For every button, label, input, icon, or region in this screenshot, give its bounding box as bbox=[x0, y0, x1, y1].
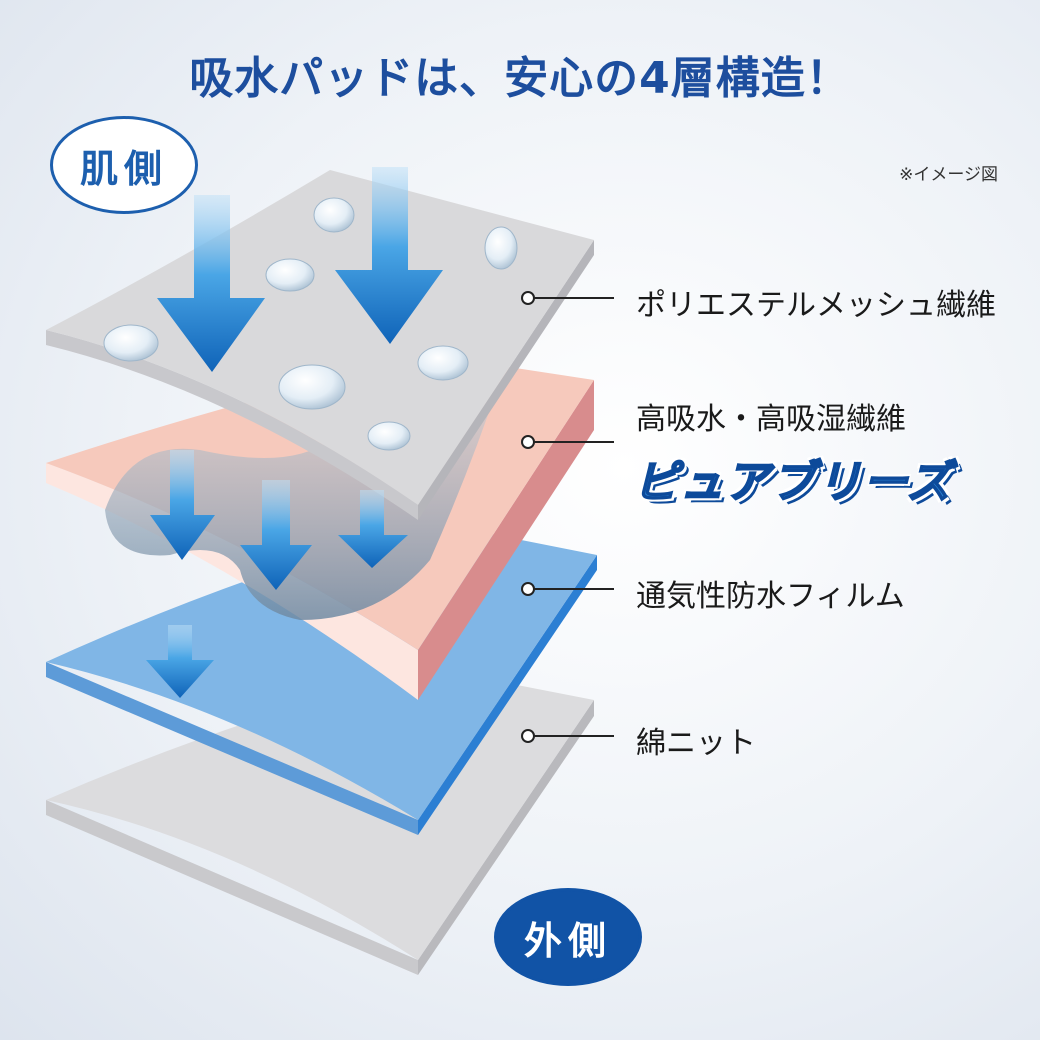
layer-label-waterproof-film: 通気性防水フィルム bbox=[636, 579, 905, 614]
layer-label-polyester-mesh: ポリエステルメッシュ繊維 bbox=[636, 288, 996, 323]
brand-logo-pure-breeze: ピュアブリーズ bbox=[633, 456, 953, 509]
skin-side-badge: 肌側 bbox=[50, 116, 198, 214]
image-note: ※イメージ図 bbox=[899, 165, 998, 185]
outer-side-badge: 外側 bbox=[494, 888, 642, 986]
leader-lines bbox=[521, 291, 614, 743]
layer-polyester-mesh bbox=[46, 170, 594, 520]
layer-label-cotton-knit: 綿ニット bbox=[636, 726, 756, 761]
water-droplets bbox=[103, 197, 518, 451]
page-title: 吸水パッドは、安心の4層構造！ bbox=[189, 53, 851, 104]
water-flow-arrows bbox=[146, 167, 443, 698]
layer-label-absorbent-fiber: 高吸水・高吸湿繊維 bbox=[636, 402, 906, 437]
